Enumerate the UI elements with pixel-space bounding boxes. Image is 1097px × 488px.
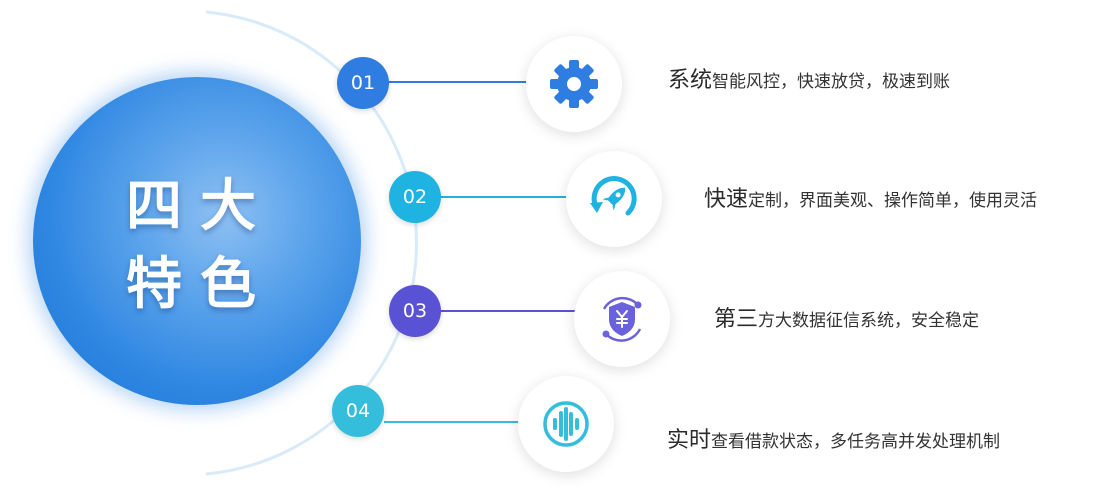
feature-text-3: 方大数据征信系统，安全稳定 (758, 311, 980, 331)
feature-number-4: 04 (332, 385, 384, 437)
feature-desc-2: 快速定制，界面美观、操作简单，使用灵活 (704, 181, 1037, 213)
feature-lead-4: 实时 (667, 428, 712, 453)
feature-text-4: 查看借款状态，多任务高并发处理机制 (711, 432, 1001, 452)
gear-icon (550, 60, 598, 108)
feature-text-1: 智能风控，快速放贷，极速到账 (712, 72, 951, 92)
main-title: 四大 特色 (100, 168, 300, 324)
main-title-line-1: 四大 (126, 174, 274, 239)
feature-icon-circle-2 (566, 151, 662, 247)
feature-icon-circle-1 (526, 36, 622, 132)
feature-icon-circle-4 (518, 376, 614, 472)
feature-lead-1: 系统 (668, 68, 713, 93)
feature-number-2: 02 (389, 171, 441, 223)
main-title-line-2: 特色 (126, 252, 274, 317)
feature-desc-4: 实时查看借款状态，多任务高并发处理机制 (667, 422, 1000, 454)
shield-yen-icon (602, 296, 642, 342)
rocket-refresh-icon (590, 176, 637, 216)
arc-guide (205, 10, 418, 476)
main-circle (33, 77, 361, 405)
feature-number-3: 03 (389, 285, 441, 337)
feature-icon-circle-3 (574, 271, 670, 367)
feature-lead-2: 快速 (704, 187, 749, 212)
feature-desc-3: 第三方大数据征信系统，安全稳定 (714, 301, 979, 333)
sound-wave-icon (543, 401, 589, 447)
feature-number-1: 01 (337, 57, 389, 109)
feature-text-2: 定制，界面美观、操作简单，使用灵活 (748, 191, 1038, 211)
feature-lead-3: 第三 (714, 307, 759, 332)
feature-desc-1: 系统智能风控，快速放贷，极速到账 (668, 62, 950, 94)
